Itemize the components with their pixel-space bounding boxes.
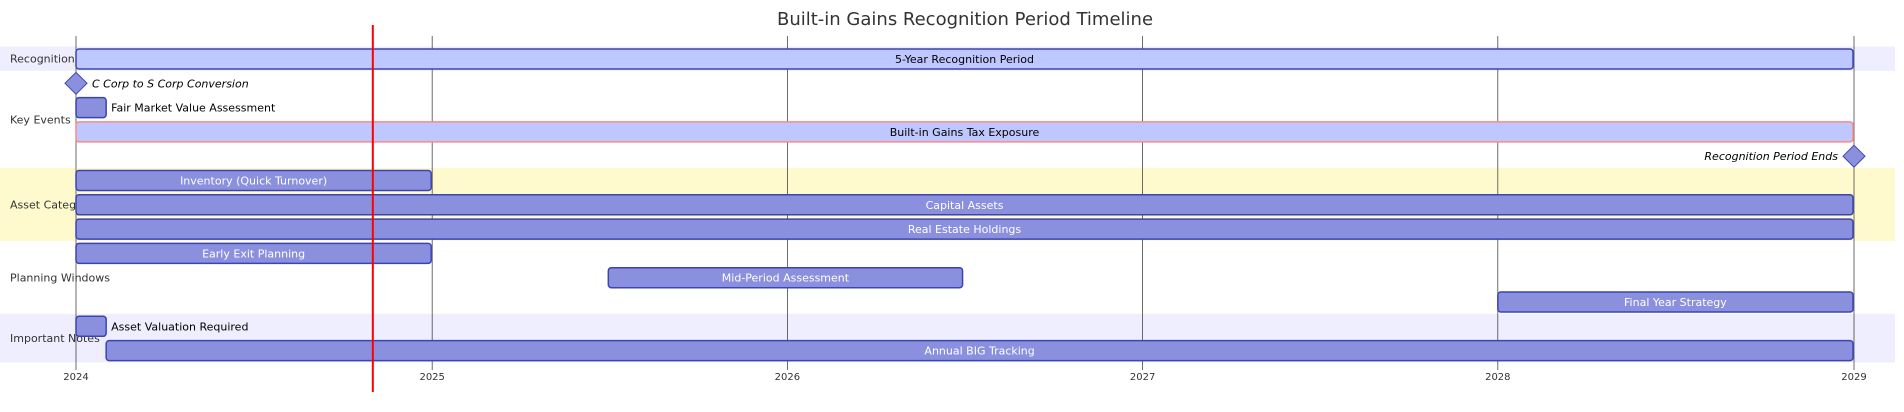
task-bar xyxy=(1497,291,1854,313)
task-bar xyxy=(75,169,432,192)
task-label: 5-Year Recognition Period xyxy=(895,53,1034,66)
section-label: Key Events xyxy=(10,113,71,126)
task-bar xyxy=(75,242,432,265)
task-label: Inventory (Quick Turnover) xyxy=(180,175,327,188)
milestone-label: C Corp to S Corp Conversion xyxy=(92,77,249,90)
task-bar xyxy=(75,48,1854,70)
task-bar xyxy=(75,96,107,119)
task-label: Real Estate Holdings xyxy=(908,223,1022,236)
task-bar xyxy=(75,194,1854,216)
task-bar xyxy=(75,315,107,338)
x-tick-label: 2029 xyxy=(1841,372,1866,383)
x-tick-label: 2026 xyxy=(775,372,800,383)
milestone-label: Recognition Period Ends xyxy=(1704,150,1838,163)
task-bars: 5-Year Recognition Period C Corp to S Cor… xyxy=(64,48,1866,362)
milestone-marker xyxy=(64,71,88,96)
task-bar xyxy=(105,339,1854,362)
x-axis: 2024 2025 2026 2027 2028 2029 xyxy=(63,372,1866,383)
task-bar xyxy=(607,266,964,289)
x-tick-label: 2025 xyxy=(419,372,444,383)
section-label: Planning Windows xyxy=(10,271,110,284)
task-label: Early Exit Planning xyxy=(202,247,305,260)
milestone-marker xyxy=(1842,144,1866,168)
task-label: Built-in Gains Tax Exposure xyxy=(890,126,1040,139)
task-label: Final Year Strategy xyxy=(1624,296,1727,309)
x-tick-label: 2024 xyxy=(63,372,88,383)
x-tick-label: 2027 xyxy=(1130,372,1155,383)
task-label: Fair Market Value Assessment xyxy=(111,102,276,115)
task-bar xyxy=(75,218,1854,240)
task-label: Asset Valuation Required xyxy=(111,320,248,333)
x-tick-label: 2028 xyxy=(1485,372,1510,383)
task-label: Capital Assets xyxy=(926,199,1004,212)
task-bar xyxy=(75,121,1854,143)
task-label: Mid-Period Assessment xyxy=(722,272,850,285)
task-label: Annual BIG Tracking xyxy=(924,345,1034,358)
chart-title: Built-in Gains Recognition Period Timeli… xyxy=(777,9,1153,30)
